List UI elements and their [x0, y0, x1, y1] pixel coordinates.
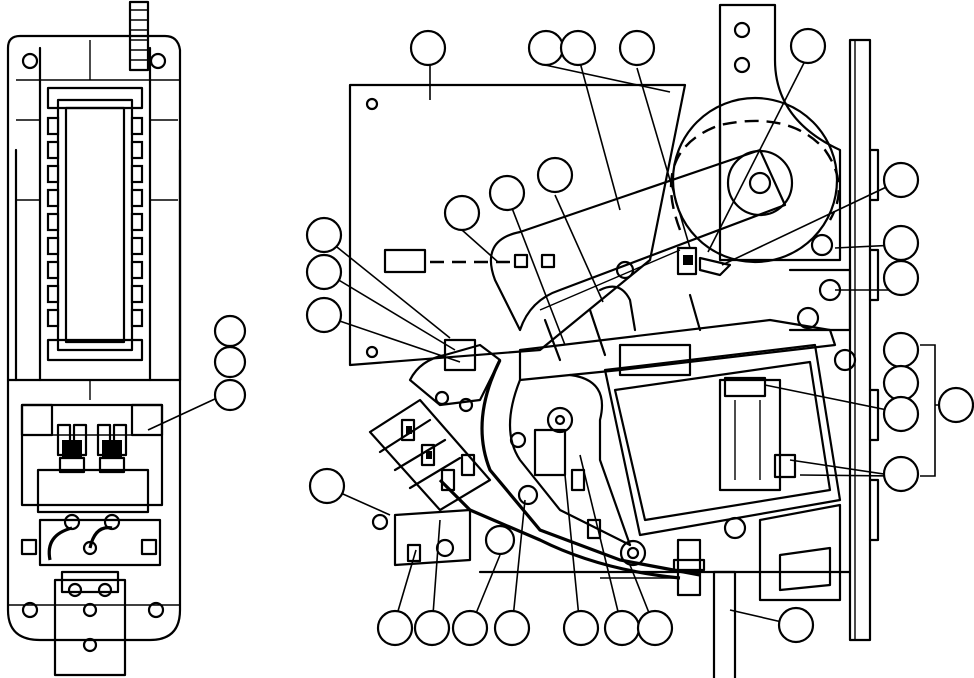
callout-mid-2	[488, 174, 526, 212]
callout-right-4	[882, 331, 920, 369]
callout-leftside-1	[305, 216, 343, 254]
callout-mid-3	[443, 194, 481, 232]
callout-left-3	[213, 378, 247, 412]
callout-leftside-2	[305, 253, 343, 291]
callout-top-1	[409, 29, 447, 67]
callout-left-1	[213, 314, 247, 348]
callout-bottom-5	[562, 609, 600, 647]
callout-leftside-3	[305, 296, 343, 334]
coil-windings	[46, 116, 144, 328]
right-view	[348, 3, 880, 678]
callout-leftside-4	[308, 467, 346, 505]
callout-right-2	[882, 224, 920, 262]
callout-right-7	[882, 455, 920, 493]
left-contacts	[56, 423, 128, 474]
callout-top-3	[559, 29, 597, 67]
left-view	[6, 0, 182, 677]
callout-left-2	[213, 345, 247, 379]
callout-bottom-8	[777, 606, 815, 644]
callout-mid-1	[536, 156, 574, 194]
callout-right-6	[882, 395, 920, 433]
callout-right-5	[882, 364, 920, 402]
callout-right-3	[882, 259, 920, 297]
callout-bottom-2	[413, 609, 451, 647]
callout-bottom-1	[376, 609, 414, 647]
leader-lines	[147, 54, 945, 629]
callout-bottom-4	[493, 609, 531, 647]
callout-bottom-7	[636, 609, 674, 647]
callout-top-2	[527, 29, 565, 67]
callout-right-1	[882, 161, 920, 199]
callout-right-group	[937, 386, 974, 424]
callout-bottom-3	[451, 609, 489, 647]
callout-top-5	[789, 27, 827, 65]
callout-bottom-6	[603, 609, 641, 647]
callout-top-4	[618, 29, 656, 67]
callout-bubbles	[213, 27, 974, 647]
